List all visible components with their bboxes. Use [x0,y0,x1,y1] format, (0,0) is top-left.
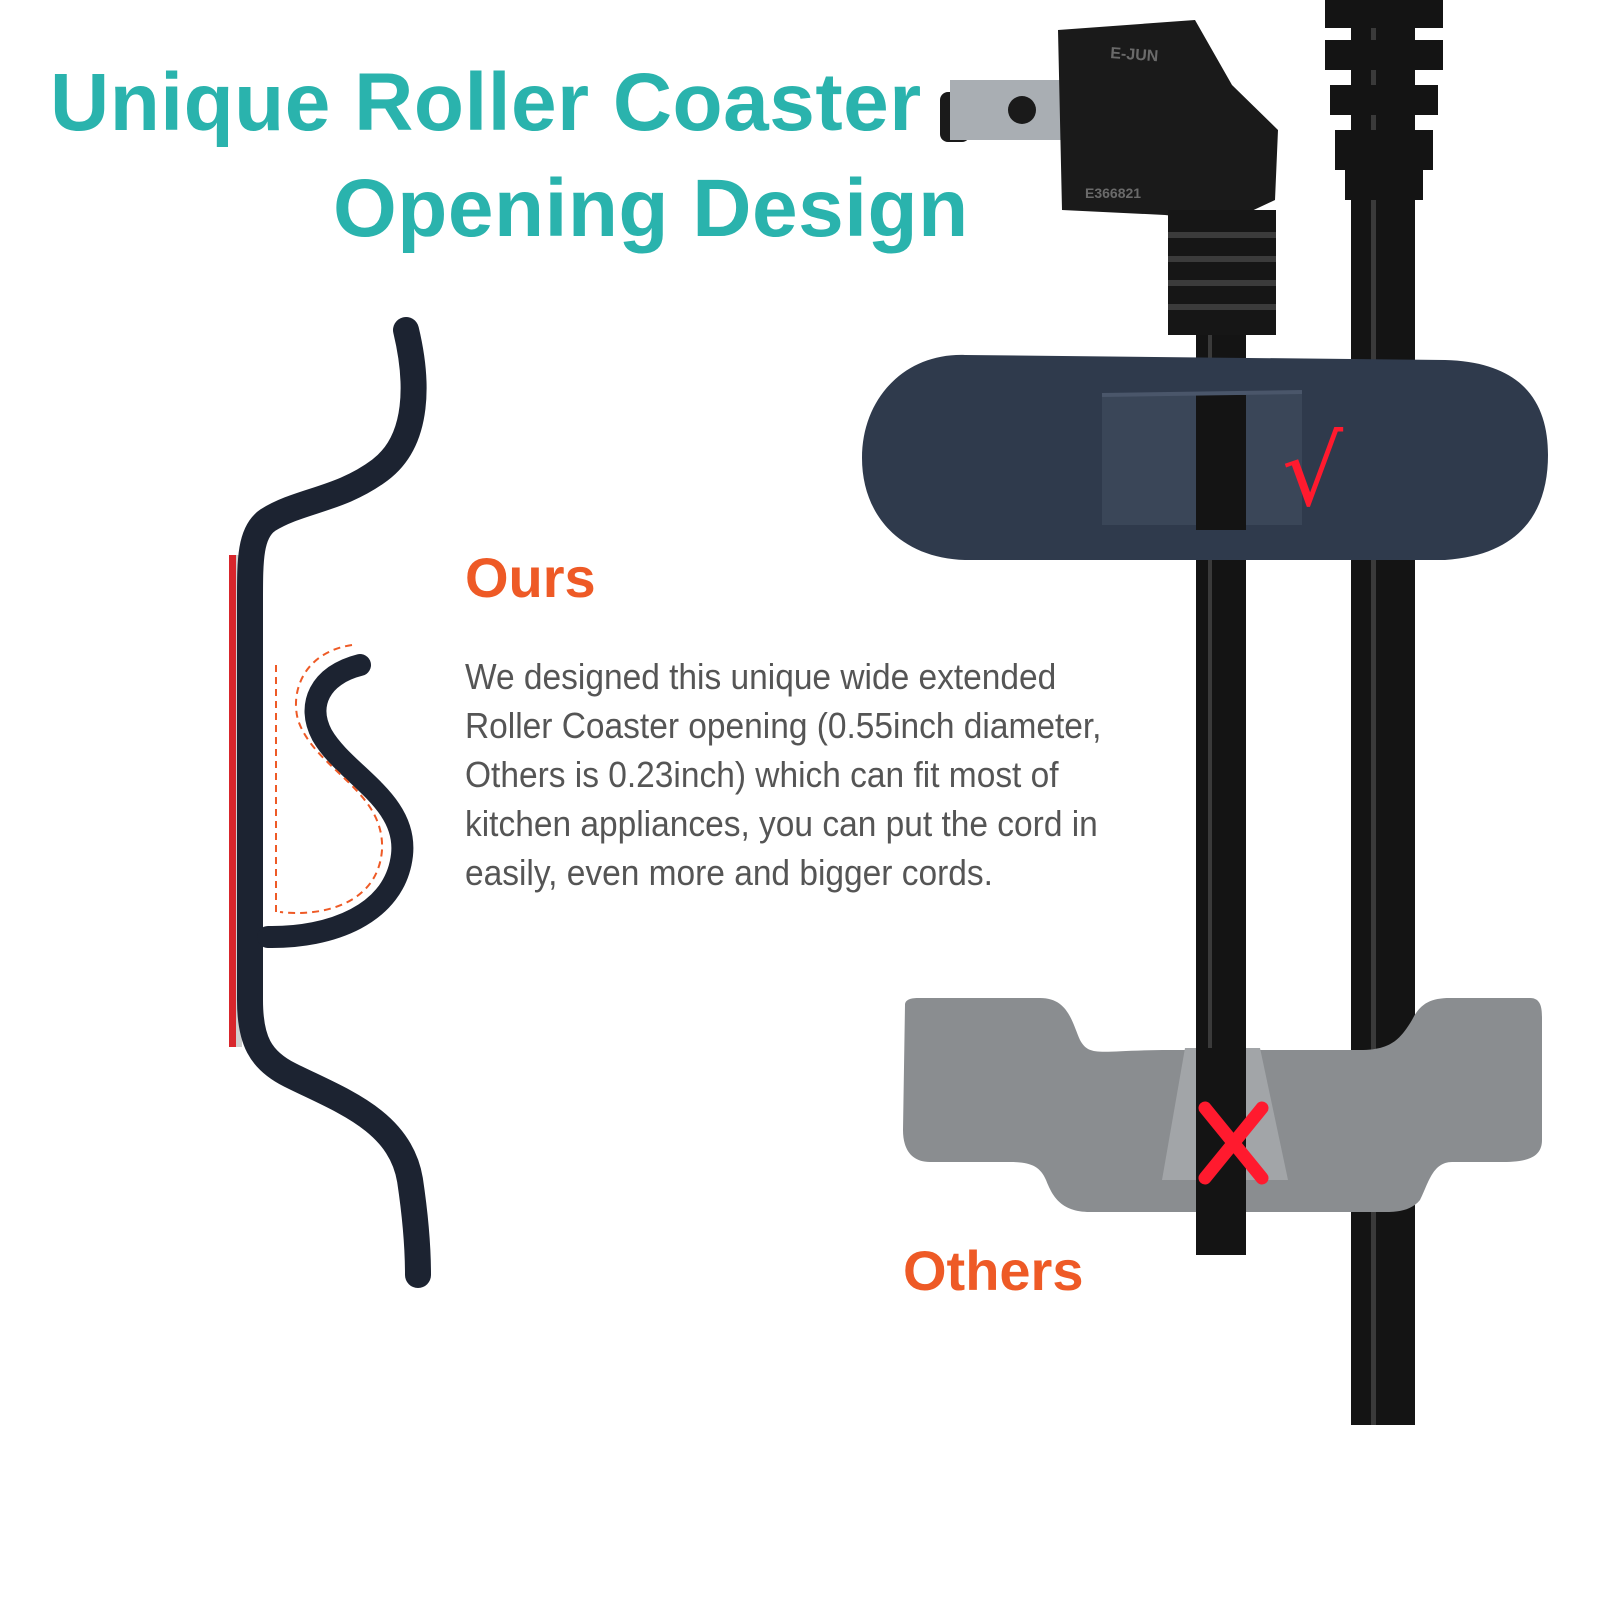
thick-cord-strain-relief [1325,0,1443,200]
description-line: Roller Coaster opening (0.55inch diamete… [465,705,1102,746]
check-icon: √ [1282,416,1344,528]
plug-brand-text: E-JUN [1110,45,1159,65]
description-line: easily, even more and bigger cords. [465,852,993,893]
heading-line-2: Opening Design [333,163,969,254]
hook-opening-curve [257,654,414,949]
plug: E-JUN E366821 [940,20,1278,335]
prong-hole-icon [1008,96,1036,124]
others-clip [903,998,1542,1255]
others-label: Others [903,1239,1084,1302]
description-line: We designed this unique wide extended [465,656,1057,697]
thick-cord-highlight [1371,0,1376,1425]
thin-cord-highlight [1208,330,1212,1255]
cross-icon [1198,1101,1269,1185]
plug-strain-relief [1168,210,1276,335]
opening-dashed-outline [275,644,384,915]
plug-cert-text: E366821 [1085,185,1141,201]
heading-line-1: Unique Roller Coaster [50,57,922,148]
plug-body [1058,20,1278,222]
ours-clip: √ [862,354,1548,560]
description-line: kitchen appliances, you can put the cord… [465,803,1098,844]
hook-outline [237,317,431,1288]
ours-label: Ours [465,546,596,609]
hook-profile [229,317,431,1288]
ours-description: We designed this unique wide extended Ro… [465,652,1102,897]
description-line: Others is 0.23inch) which can fit most o… [465,754,1059,795]
adhesive-tape-strip [229,555,236,1047]
